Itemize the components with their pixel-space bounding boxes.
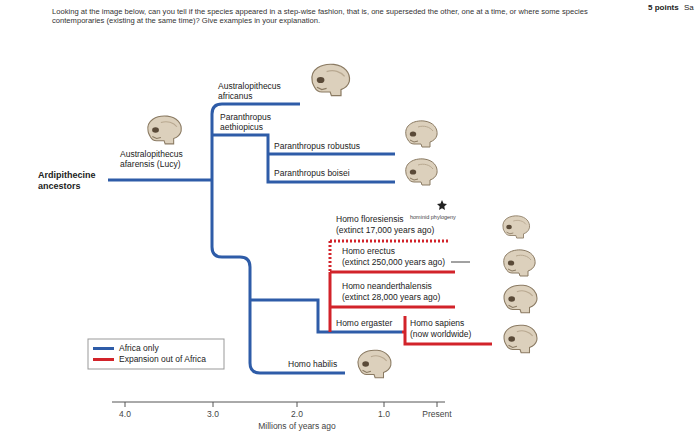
species-label: Homo erectus: [342, 246, 395, 256]
axis-title: Millions of years ago: [258, 421, 335, 431]
sapiens-branch: [402, 316, 492, 344]
species-label: Homo habilis: [288, 359, 337, 369]
legend-frame: [88, 339, 224, 369]
robustus-branch: [268, 153, 395, 156]
species-label: Homo floresiensis: [336, 214, 404, 224]
skull-figure: [504, 325, 537, 352]
species-label: Paranthropus boisei: [274, 168, 350, 178]
axis-ticks: [125, 402, 437, 407]
out-of-africa-stem: [329, 272, 332, 332]
species-label: Homo ergaster: [336, 318, 392, 328]
skull-figure: [503, 216, 530, 238]
skull-figure: [358, 350, 391, 377]
note-label: (extinct 250,000 years ago): [342, 257, 445, 267]
skull-figure: [504, 285, 537, 312]
species-label: Homo neanderthalensis: [342, 281, 432, 291]
ancestor-label: Ardipithecine ancestors: [38, 170, 108, 191]
species-label: Paranthropus robustus: [274, 141, 360, 151]
paranthropus-branch: [212, 135, 395, 182]
axis-tick-label: Present: [422, 409, 451, 419]
skull-figure: [406, 121, 437, 147]
legend-text: Africa only: [119, 343, 159, 353]
skull-figure: [312, 64, 350, 95]
leader-line: [451, 262, 470, 263]
note-label: (now worldwide): [410, 329, 471, 339]
species-label: Paranthropus aethiopicus: [220, 112, 280, 132]
erectus-branch: [330, 271, 455, 274]
watermark-label: hominid phylogeny: [410, 214, 456, 220]
skull-figure: [148, 116, 181, 144]
species-label: Australopithecus africanus: [218, 81, 288, 101]
ancestor-branch: [108, 179, 212, 182]
tab-label: Sa: [684, 3, 694, 12]
axis-tick-label: 4.0: [119, 409, 131, 419]
floresiensis-stem: [329, 241, 332, 272]
species-label: Australopithecus afarensis (Lucy): [120, 149, 190, 169]
species-label: Homo sapiens: [410, 318, 464, 328]
legend-swatch: [93, 358, 114, 361]
neanderthal-branch: [330, 306, 455, 309]
skull-figure: [406, 159, 437, 185]
legend-text: Expansion out of Africa: [119, 354, 206, 364]
points-label: 5 points: [648, 3, 679, 12]
floresiensis-branch: [330, 240, 450, 243]
axis-tick-label: 1.0: [378, 409, 390, 419]
question-text: Looking at the image below, can you tell…: [52, 8, 612, 26]
note-label: (extinct 17,000 years ago): [336, 225, 434, 235]
time-axis: [112, 402, 445, 403]
legend-swatch: [93, 347, 114, 350]
axis-tick-label: 2.0: [291, 409, 303, 419]
skull-figure: [504, 250, 535, 276]
axis-tick-label: 3.0: [207, 409, 219, 419]
note-label: (extinct 28,000 years ago): [342, 292, 440, 302]
star-symbol: [437, 200, 447, 210]
ergaster-branch: [250, 300, 402, 332]
